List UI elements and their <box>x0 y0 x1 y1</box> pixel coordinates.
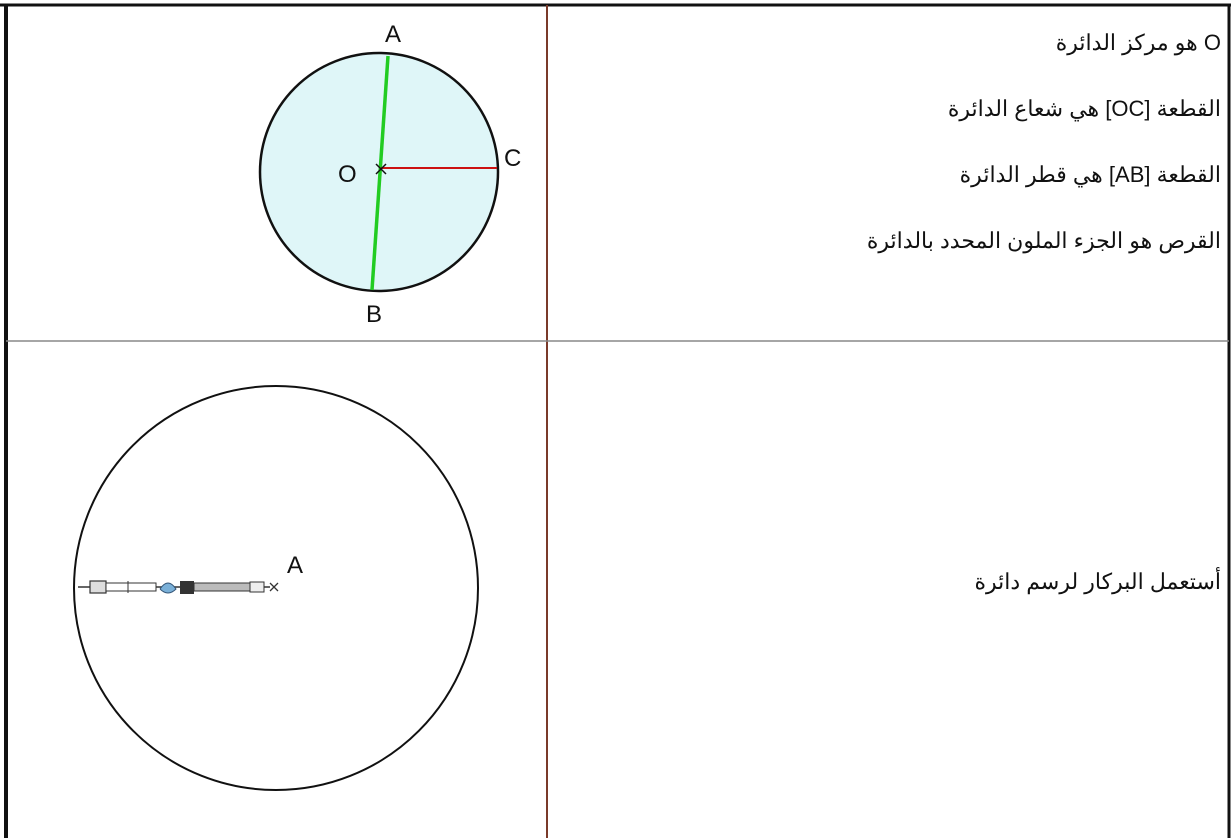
center-mark-icon <box>375 163 387 175</box>
point-a-label: A <box>385 21 401 48</box>
drawn-circle <box>73 385 479 791</box>
compass-instruction: أستعمل البركار لرسم دائرة <box>974 569 1221 594</box>
point-c-label: C <box>504 145 521 172</box>
point-b-label: B <box>366 301 382 328</box>
compass-instruction-cell: أستعمل البركار لرسم دائرة <box>621 341 1221 838</box>
definition-radius: القطعة [OC] هي شعاع الدائرة <box>947 96 1221 121</box>
compass-point-a-label: A <box>287 552 303 579</box>
compass-circle-figure: A <box>73 385 479 791</box>
circle-definition-figure: A B C O <box>258 21 521 328</box>
compass-icon <box>78 580 279 594</box>
diameter-ab <box>370 55 390 291</box>
definition-center: O هو مركز الدائرة <box>1055 30 1221 55</box>
circle-definitions: O هو مركز الدائرة القطعة [OC] هي شعاع ال… <box>621 0 1221 341</box>
point-o-label: O <box>338 161 357 188</box>
definition-diameter: القطعة [AB] هي قطر الدائرة <box>959 162 1221 187</box>
definition-disc: القرص هو الجزء الملون المحدد بالدائرة <box>866 228 1221 253</box>
